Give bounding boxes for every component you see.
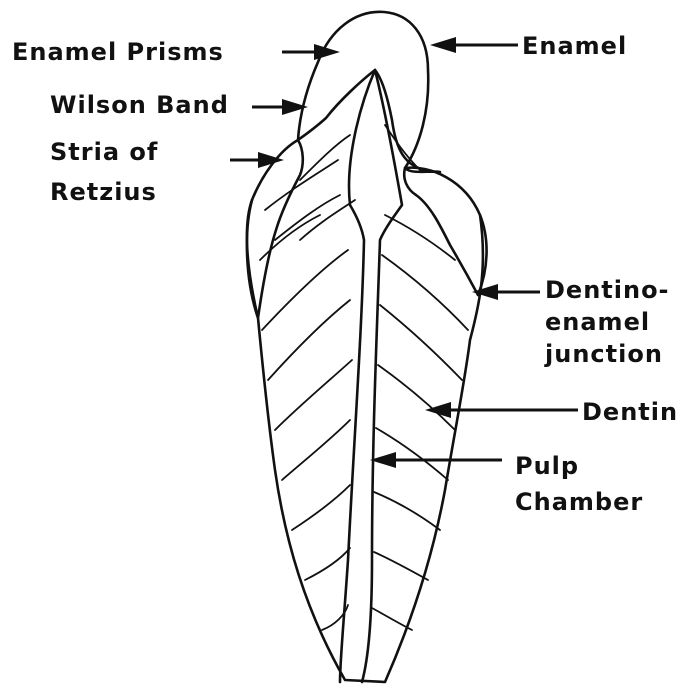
label-dej-line2: enamel [545,308,650,336]
label-stria-line1: Stria of [50,138,158,166]
tooth-outline [247,200,483,682]
label-pulp-line2: Chamber [515,488,643,516]
enamel-layer-left [247,140,303,318]
dentin-tubules-left [262,135,352,630]
label-enamel-prisms: Enamel Prisms [12,38,224,66]
pointer-pulp-chamber [370,452,502,468]
pointer-wilson-band [252,99,308,115]
label-dentin: Dentin [582,398,678,426]
label-dej-line3: junction [544,340,663,368]
label-enamel: Enamel [522,32,627,60]
label-dej-line1: Dentino- [545,276,670,304]
pointer-enamel [430,37,518,53]
pointer-stria-of-retzius [230,152,284,168]
dentin-tubules-right [372,125,468,630]
label-wilson-band: Wilson Band [50,91,229,119]
enamel-layer-right [404,168,486,295]
pointer-enamel-prisms [282,44,340,60]
enamel-layer-upper [298,12,440,172]
pointer-dentin [425,402,578,418]
label-pulp-line1: Pulp [515,452,579,480]
label-stria-line2: Retzius [50,178,157,206]
crown-lines [260,160,355,260]
